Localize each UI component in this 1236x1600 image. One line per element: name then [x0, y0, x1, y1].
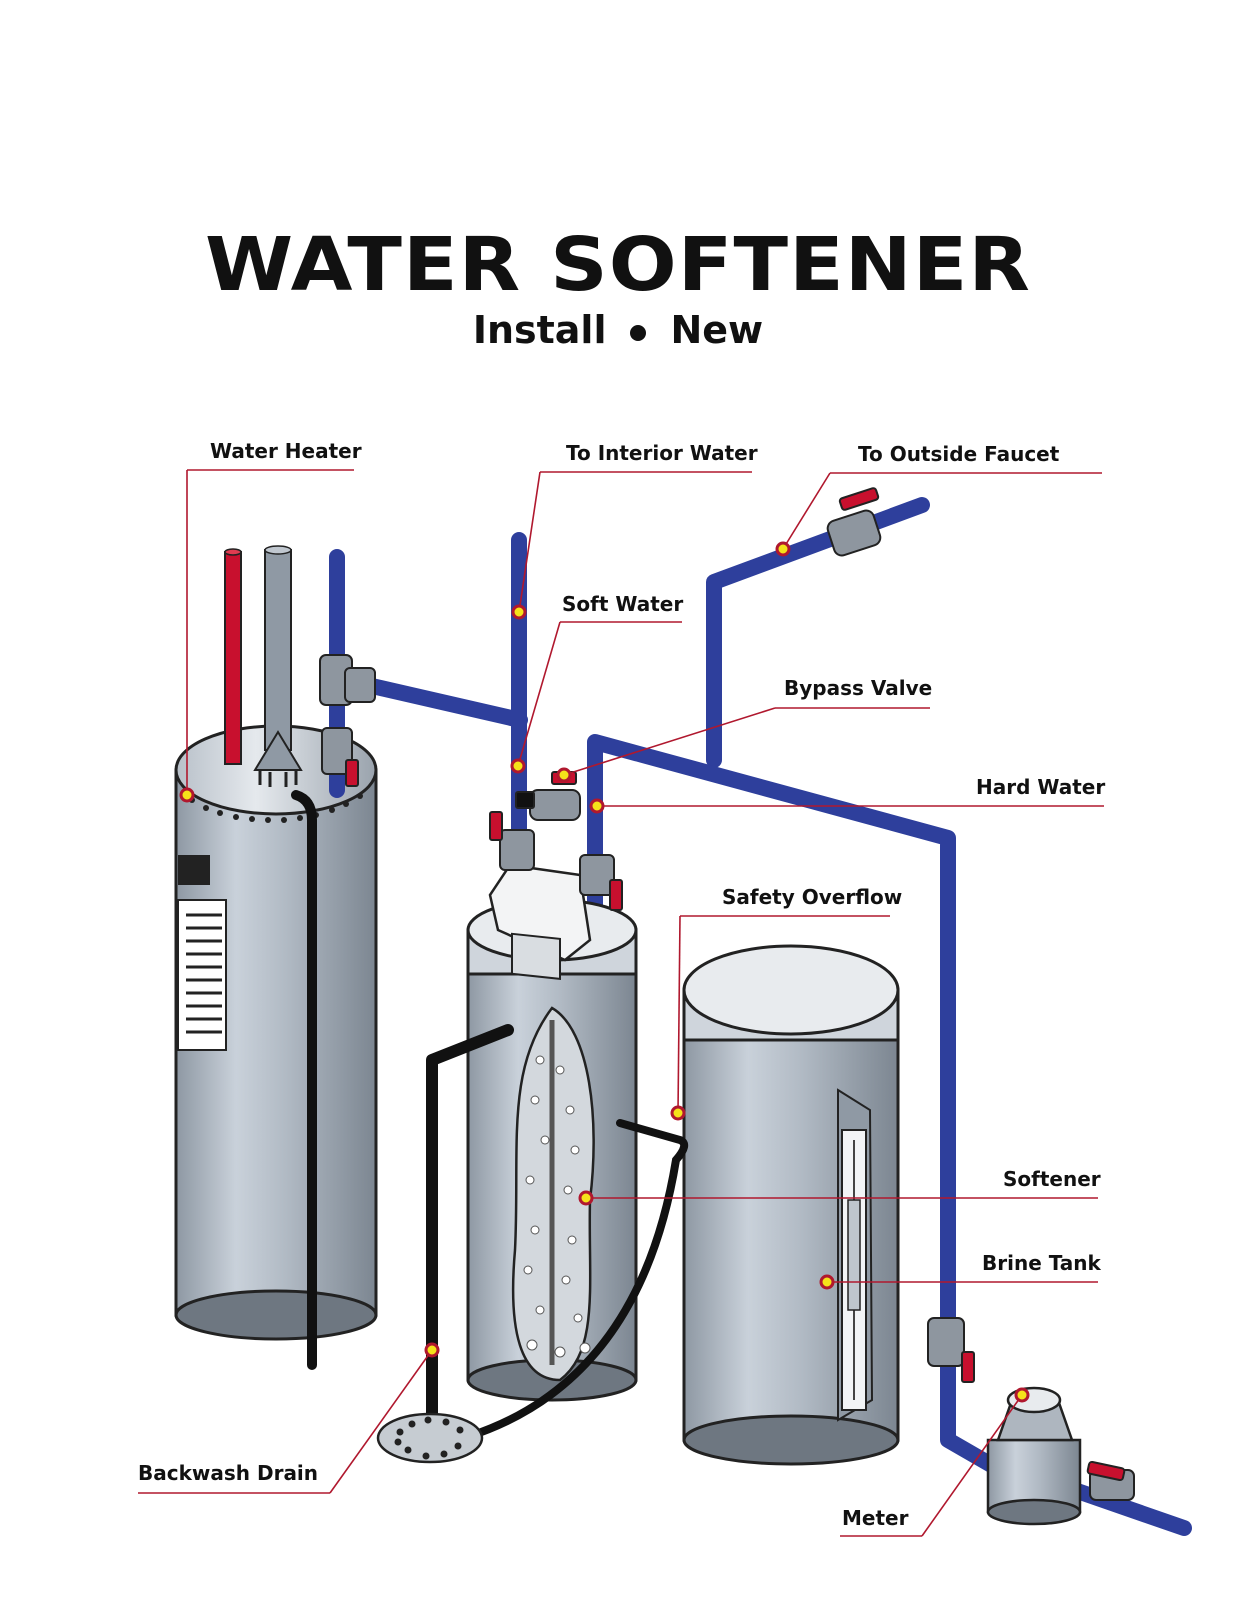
label-brine-tank: Brine Tank — [982, 1251, 1101, 1275]
marker-brine-tank — [819, 1274, 835, 1290]
page-subtitle: Install New — [0, 308, 1236, 352]
subtitle-new: New — [670, 308, 764, 352]
water-heater — [174, 545, 378, 1370]
subtitle-install: Install — [472, 308, 607, 352]
marker-to-interior-water — [511, 604, 527, 620]
marker-soft-water — [510, 758, 526, 774]
page-title: WATER SOFTENER — [204, 222, 1032, 308]
fittings — [319, 487, 975, 1383]
label-softener: Softener — [1003, 1167, 1101, 1191]
marker-softener — [578, 1190, 594, 1206]
marker-backwash-drain — [424, 1342, 440, 1358]
label-safety-overflow: Safety Overflow — [722, 885, 903, 909]
leader-lines — [138, 469, 1104, 1537]
softener-tank — [426, 863, 638, 1446]
brine-tank — [466, 944, 900, 1466]
label-soft-water: Soft Water — [562, 592, 684, 616]
marker-meter — [1014, 1387, 1030, 1403]
label-backwash-drain: Backwash Drain — [138, 1461, 319, 1485]
label-to-interior-water: To Interior Water — [566, 441, 758, 465]
marker-safety-overflow — [670, 1105, 686, 1121]
label-hard-water: Hard Water — [976, 775, 1106, 799]
floor-drain — [376, 1412, 484, 1464]
callout-markers — [179, 541, 1030, 1403]
label-to-outside-faucet: To Outside Faucet — [858, 442, 1060, 466]
marker-to-outside-faucet — [775, 541, 791, 557]
label-meter: Meter — [842, 1506, 909, 1530]
water-meter — [986, 1386, 1135, 1526]
bullet-dot — [630, 324, 647, 341]
marker-hard-water — [589, 798, 605, 814]
marker-bypass-valve — [556, 767, 572, 783]
label-water-heater: Water Heater — [210, 439, 362, 463]
marker-water-heater — [179, 787, 195, 803]
label-bypass-valve: Bypass Valve — [784, 676, 933, 700]
